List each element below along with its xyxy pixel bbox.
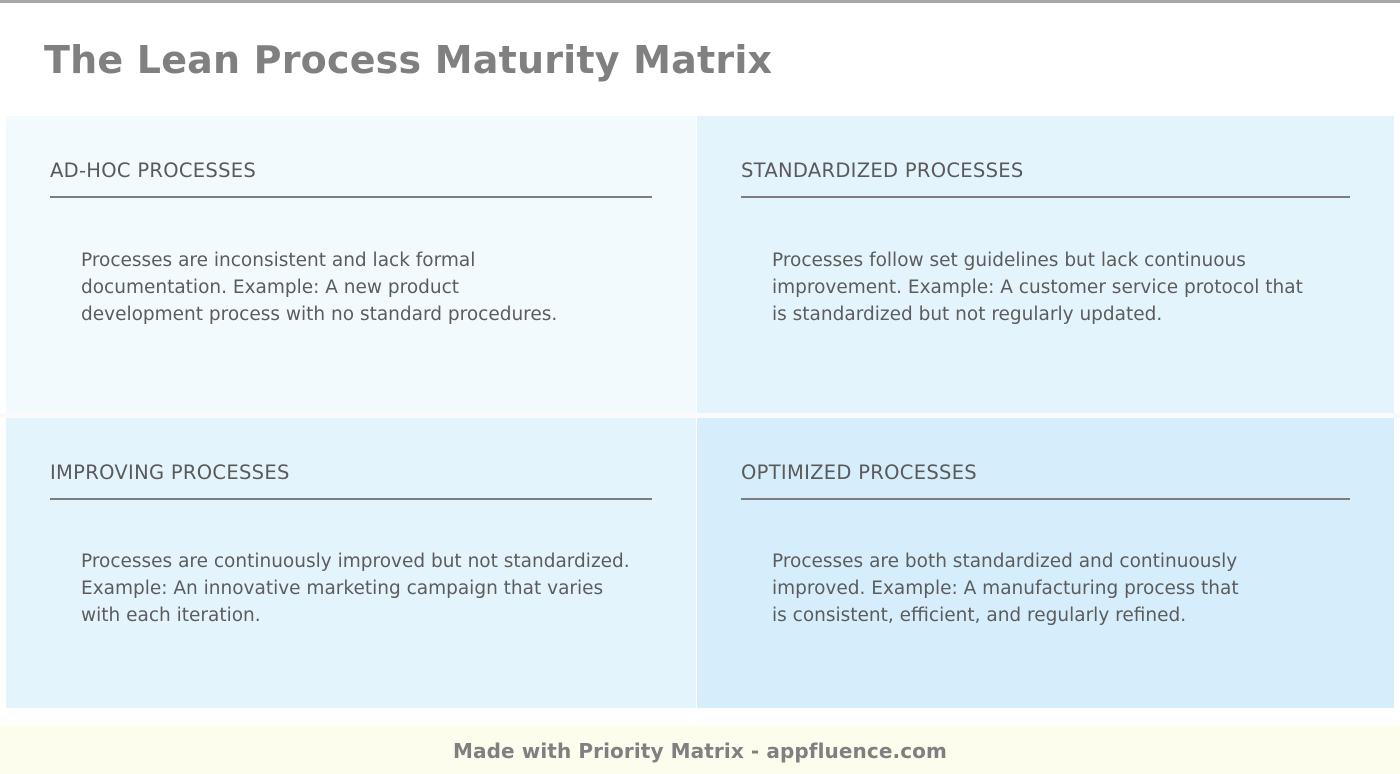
quadrant-improving[interactable]: IMPROVING PROCESSES Processes are contin… [6, 418, 696, 708]
footer-attribution[interactable]: Made with Priority Matrix - appfluence.c… [453, 739, 947, 763]
quadrant-rule-ad-hoc [50, 196, 652, 199]
quadrant-header-improving: IMPROVING PROCESSES [50, 461, 290, 484]
quadrant-header-ad-hoc: AD-HOC PROCESSES [50, 159, 257, 182]
quadrant-horizontal-divider [0, 413, 1400, 418]
quadrant-rule-optimized [741, 498, 1350, 501]
footer-bar: Made with Priority Matrix - appfluence.c… [0, 725, 1400, 774]
page-title: The Lean Process Maturity Matrix [44, 38, 773, 83]
quadrant-body-standardized: Processes follow set guidelines but lack… [772, 250, 1303, 326]
maturity-matrix-grid: AD-HOC PROCESSES Processes are inconsist… [0, 116, 1400, 708]
quadrant-vertical-divider [696, 116, 697, 708]
quadrant-standardized[interactable]: STANDARDIZED PROCESSES Processes follow … [697, 116, 1394, 413]
quadrant-body-improving: Processes are continuously improved but … [81, 551, 630, 627]
quadrant-header-optimized: OPTIMIZED PROCESSES [741, 461, 977, 484]
quadrant-ad-hoc[interactable]: AD-HOC PROCESSES Processes are inconsist… [6, 116, 696, 413]
quadrant-rule-standardized [741, 196, 1350, 199]
quadrant-body-optimized: Processes are both standardized and cont… [772, 551, 1239, 627]
quadrant-body-ad-hoc: Processes are inconsistent and lack form… [81, 250, 558, 326]
quadrant-header-standardized: STANDARDIZED PROCESSES [741, 159, 1024, 182]
title-bar: The Lean Process Maturity Matrix [0, 6, 1400, 116]
quadrant-optimized[interactable]: OPTIMIZED PROCESSES Processes are both s… [697, 418, 1394, 708]
quadrant-rule-improving [50, 498, 652, 501]
